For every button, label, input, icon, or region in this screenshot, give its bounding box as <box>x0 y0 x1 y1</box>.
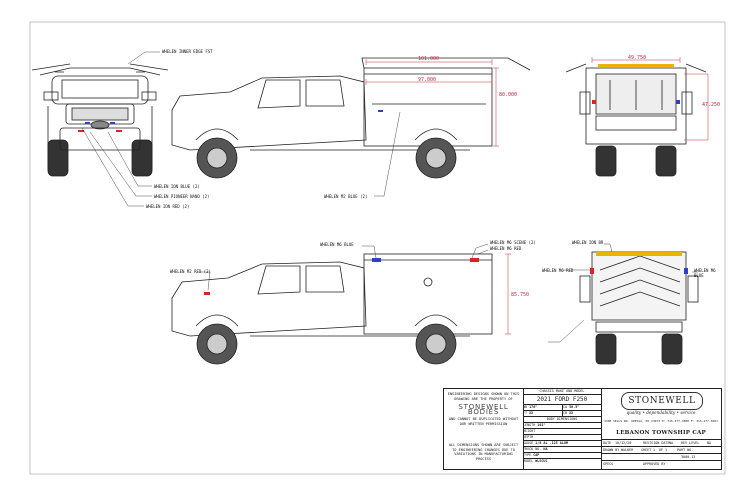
company-block: STONEWELL quality • dependability • serv… <box>601 389 721 469</box>
callout-m2-blue: WHELEN M2 BLUE (2) <box>324 194 368 199</box>
side-view-open <box>171 57 531 179</box>
truck-label: TRUCK NO. <box>523 447 542 451</box>
revision-date-label: REVISION DATE <box>643 441 670 445</box>
notice-top: ENGINEERING DESIGNS SHOWN ON THIS DRAWIN… <box>447 392 520 401</box>
length-value: 101" <box>537 423 546 427</box>
notice-mid: AND CANNOT BE DUPLICATED WITHOUT OUR WRI… <box>448 417 519 426</box>
company-address: 4300 SELLS RD. ODESSA, NY 13073 P: 315-4… <box>604 419 718 423</box>
approved-by-label: APPROVED BY <box>643 462 666 466</box>
type-value: CAP <box>533 453 540 457</box>
dim-tall-height: 85.750 <box>511 292 529 298</box>
ft-label: FT <box>523 411 528 415</box>
of-label: OF <box>659 448 664 452</box>
dim-rear-width: 49.750 <box>628 55 646 61</box>
ca-value: 56.5" <box>569 405 580 409</box>
callout-m6-scene: WHELEN M6 SCENE (2) <box>490 240 536 245</box>
dim-rear-height: 47.250 <box>702 102 720 108</box>
wb-label: WB <box>523 405 528 409</box>
callout-m6-blue-rear: WHELEN M6 BLUE <box>694 268 716 278</box>
height-label: HEIGHT <box>523 429 536 433</box>
side-view-closed <box>171 253 493 365</box>
callout-ion-br: WHELEN ION BR <box>572 240 604 245</box>
callout-m6-blue: WHELEN M6 BLUE <box>320 242 354 247</box>
of-value: 1 <box>665 448 668 452</box>
dim-cap-length: 97.000 <box>418 77 436 83</box>
stonewell-logo: STONEWELL <box>621 392 703 410</box>
gauge-value: 1/8 AL <box>535 441 548 445</box>
rev-level-value: NA <box>707 441 712 445</box>
gauge-value-2: .125 ALUM <box>549 441 568 445</box>
dim-overall-length: 101.000 <box>418 56 439 62</box>
length-label: LENGTH <box>523 423 536 427</box>
callout-inner-edge: WHELEN INNER EDGE FST <box>162 49 213 54</box>
date-label: DATE <box>603 441 612 445</box>
callout-ion-red: WHELEN ION RED (2) <box>146 204 190 209</box>
callout-pioneer-nano: WHELEN PIONEER NANO (2) <box>154 194 210 199</box>
model-value: WLSCUC <box>535 459 548 463</box>
chassis-model: 2021 FORD F250 <box>523 395 601 405</box>
type-label: TYPE <box>523 453 532 457</box>
depth-label: DEPTH <box>523 435 534 439</box>
callout-m6-red-rear: WHELEN M6 RED <box>542 268 574 273</box>
rear-view-open <box>565 63 707 177</box>
callout-m2-red: WHELEN M2 RED (2) <box>170 269 211 274</box>
callout-m6-red: WHELEN M6 RED <box>490 246 522 251</box>
truck-value: NA <box>543 447 548 451</box>
drawn-by-label: DRAWN BY <box>603 448 620 452</box>
ownership-notice: ENGINEERING DESIGNS SHOWN ON THIS DRAWIN… <box>444 389 524 469</box>
rear-view-closed <box>579 251 699 365</box>
revision-date-value: NA <box>669 441 674 445</box>
notice-bottom: ALL DIMENSIONS SHOWN ARE SUBJECT TO ENGI… <box>448 443 519 461</box>
gauge-label: GAUGE <box>523 441 534 445</box>
sheet-label: SHEET <box>641 448 652 452</box>
cb-label: CB <box>563 411 568 415</box>
model-label: MODEL <box>523 459 534 463</box>
date-value: 10/12/20 <box>615 441 632 445</box>
title-block: ENGINEERING DESIGNS SHOWN ON THIS DRAWIN… <box>443 388 722 470</box>
front-view-open <box>31 63 169 177</box>
ft-value: XX <box>529 411 534 415</box>
rev-level-label: REV LEVEL <box>681 441 700 445</box>
specs-label: SPECS <box>603 462 614 466</box>
company-tagline: quality • dependability • service <box>626 410 696 415</box>
dim-cap-height: 80.000 <box>499 92 517 98</box>
cb-value: XX <box>569 411 574 415</box>
brand-name: STONEWELL BODIES <box>458 403 509 416</box>
ca-label: CA <box>563 405 568 409</box>
project-title: LEBANON TOWNSHIP CAP <box>616 430 706 436</box>
sheet-value: 1 <box>653 448 656 452</box>
callout-ion-blue: WHELEN ION BLUE (2) <box>154 184 200 189</box>
part-no-value: 3000-13 <box>681 455 696 459</box>
part-no-label: PART NO. <box>677 448 694 452</box>
wb-value: 176" <box>529 405 538 409</box>
drawn-by-value: WALKER <box>621 448 634 452</box>
body-dims-header: BODY DIMENSIONS <box>523 417 601 423</box>
chassis-specs: CHASSIS MAKE AND MODEL 2021 FORD F250 WB… <box>523 389 602 469</box>
chassis-header: CHASSIS MAKE AND MODEL <box>523 389 601 395</box>
